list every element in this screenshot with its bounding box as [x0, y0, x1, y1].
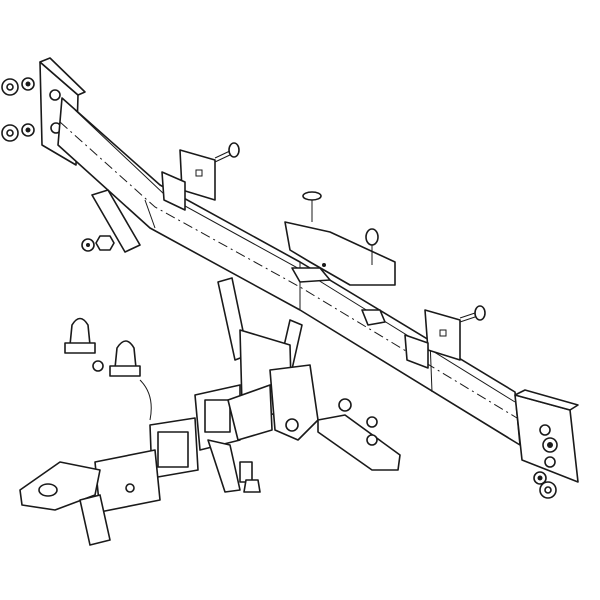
clip: [361, 309, 386, 326]
nut-and-washer: [81, 235, 115, 252]
center-support-plate: [284, 191, 396, 286]
left-washers: [1, 77, 35, 142]
d-shackle-right: [109, 340, 152, 421]
right-mounting-plate: [514, 389, 579, 483]
lower-plate: [317, 398, 401, 471]
ball-mount-drawbar: [19, 449, 161, 546]
hitch-receiver: [149, 417, 261, 493]
right-washers: [533, 437, 558, 499]
left-brace: [91, 189, 141, 253]
d-shackle-left: [64, 317, 104, 372]
upper-bracket-right: [404, 305, 486, 369]
upper-bracket-left: [161, 142, 240, 211]
central-receiver-mount: [194, 277, 319, 451]
